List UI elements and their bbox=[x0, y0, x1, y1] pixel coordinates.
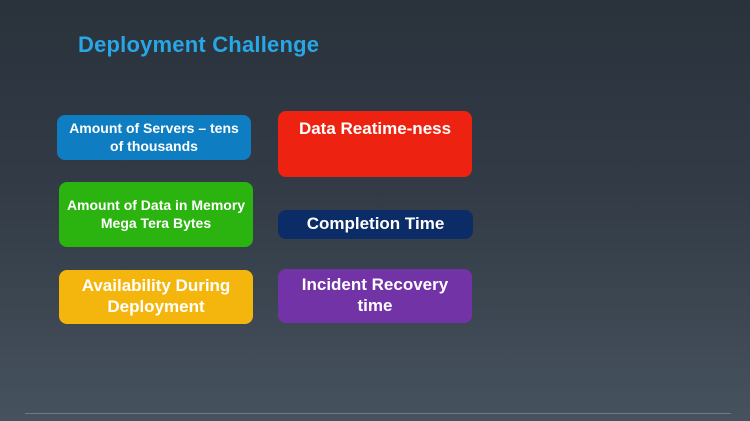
box-servers: Amount of Servers – tens of thousands bbox=[57, 115, 251, 160]
box-data-in-memory-label: Amount of Data in Memory Mega Tera Bytes bbox=[66, 197, 246, 231]
box-data-realtime: Data Reatime-ness bbox=[278, 111, 472, 177]
box-completion-time-label: Completion Time bbox=[306, 214, 445, 234]
box-data-realtime-label: Data Reatime-ness bbox=[298, 119, 452, 138]
box-incident-recovery-label: Incident Recovery time bbox=[301, 275, 449, 315]
box-data-in-memory: Amount of Data in Memory Mega Tera Bytes bbox=[59, 182, 253, 247]
box-servers-label: Amount of Servers – tens of thousands bbox=[69, 120, 239, 154]
box-incident-recovery: Incident Recovery time bbox=[278, 269, 472, 323]
footer-divider bbox=[25, 413, 731, 414]
box-availability-label: Availability During Deployment bbox=[81, 276, 231, 316]
box-completion-time: Completion Time bbox=[278, 210, 473, 239]
box-availability: Availability During Deployment bbox=[59, 270, 253, 324]
slide-title: Deployment Challenge bbox=[78, 32, 320, 57]
